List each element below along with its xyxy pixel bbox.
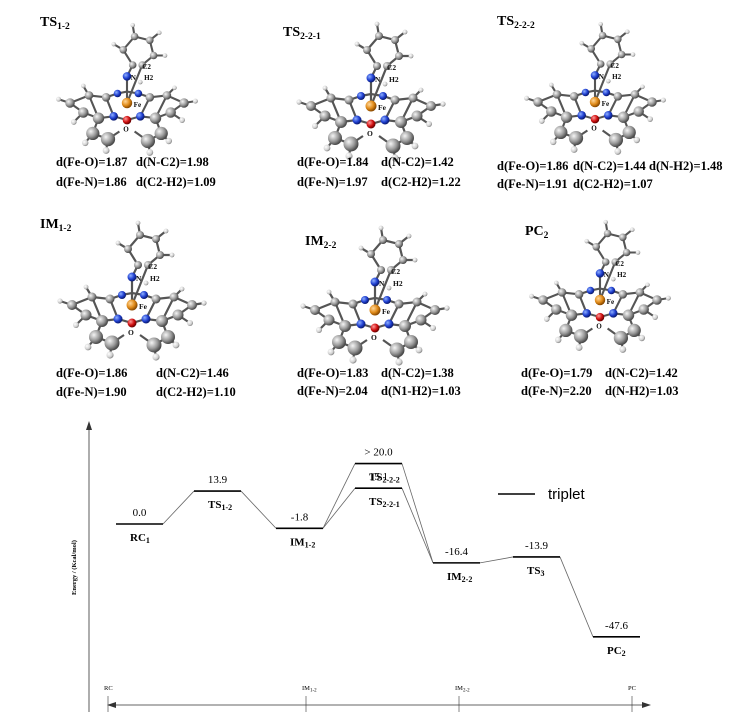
- legend: triplet: [498, 486, 586, 503]
- species-label: TS2-2-2: [369, 472, 400, 485]
- x-tick-label: IM2-2: [455, 685, 470, 694]
- structure-ts2-2-1: TS2-2-1 d(Fe-O)=1.84 d(N-C2)=1.42 d(Fe-N…: [283, 20, 461, 189]
- y-axis-arrow: [86, 421, 92, 430]
- param-n-c2: d(N-C2)=1.42: [605, 366, 678, 380]
- param-fe-o: d(Fe-O)=1.83: [297, 366, 368, 380]
- molecule-model: [56, 219, 208, 362]
- structure-title: PC2: [525, 224, 549, 241]
- structure-title: TS1-2: [40, 15, 70, 32]
- legend-label: triplet: [548, 486, 586, 503]
- connector-6: [479, 556, 514, 564]
- param-fe-n: d(Fe-N)=2.04: [297, 384, 368, 398]
- param-n-c2: d(N-C2)=1.38: [381, 366, 454, 380]
- structure-pc2: PC2 d(Fe-O)=1.79 d(N-C2)=1.42 d(Fe-N)=2.…: [521, 218, 678, 398]
- structure-im1-2: IM1-2 d(Fe-O)=1.86 d(N-C2)=1.46 d(Fe-N)=…: [40, 217, 236, 399]
- param-c2-h2: d(C2-H2)=1.22: [381, 175, 461, 189]
- structure-title: IM2-2: [305, 234, 337, 251]
- energy-value-label: -16.4: [445, 546, 468, 558]
- y-axis: [86, 421, 92, 712]
- structure-title: TS2-2-2: [497, 14, 535, 31]
- x-axis-arrow-left: [107, 702, 116, 708]
- param-fe-o: d(Fe-O)=1.86: [56, 366, 127, 380]
- molecule-model: [295, 20, 447, 163]
- param-n1-h2: d(N1-H2)=1.03: [381, 384, 461, 398]
- structure-title: IM1-2: [40, 217, 72, 234]
- x-tick-label: PC: [628, 685, 636, 692]
- connector-2: [322, 487, 356, 529]
- x-axis: [107, 702, 651, 708]
- species-label: PC2: [607, 645, 626, 658]
- param-fe-n: d(Fe-N)=2.20: [521, 384, 592, 398]
- energy-value-label: 13.9: [208, 474, 228, 486]
- molecule-model: [523, 20, 667, 156]
- connector-1: [240, 490, 277, 529]
- energy-value-label: -47.6: [605, 620, 628, 632]
- structure-im2-2: IM2-2 d(Fe-O)=1.83 d(N-C2)=1.38 d(Fe-N)=…: [297, 224, 461, 398]
- species-label: TS3: [527, 565, 544, 578]
- molecule-model: [528, 218, 672, 354]
- param-c2-h2: d(C2-H2)=1.10: [156, 385, 236, 399]
- x-tick-label: IM1-2: [302, 685, 317, 694]
- param-n-h2: d(N-H2)=1.03: [605, 384, 678, 398]
- species-label: IM2-2: [447, 571, 472, 584]
- energy-value-label: 15.1: [369, 471, 388, 483]
- energy-value-label: -13.9: [525, 540, 548, 552]
- param-fe-o: d(Fe-O)=1.87: [56, 155, 127, 169]
- param-fe-n: d(Fe-N)=1.90: [56, 385, 127, 399]
- param-n-h2: d(N-H2)=1.48: [649, 159, 722, 173]
- param-c2-h2: d(C2-H2)=1.09: [136, 175, 216, 189]
- x-tick-label: RC: [104, 685, 113, 692]
- energy-value-label: > 20.0: [364, 447, 393, 459]
- param-fe-n: d(Fe-N)=1.91: [497, 177, 568, 191]
- level-connectors: [162, 463, 594, 637]
- param-fe-o: d(Fe-O)=1.86: [497, 159, 568, 173]
- x-axis-arrow-right: [642, 702, 651, 708]
- y-axis-label: Energy / (Kcal/mol): [71, 540, 78, 595]
- energy-value-label: -1.8: [291, 511, 309, 523]
- molecule-model: [55, 21, 199, 157]
- param-n-c2: d(N-C2)=1.42: [381, 155, 454, 169]
- species-label: TS1-2: [208, 499, 232, 512]
- x-axis-ticks: RC IM1-2 IM2-2 PC: [104, 685, 636, 712]
- param-fe-n: d(Fe-N)=1.97: [297, 175, 368, 189]
- param-n-c2: d(N-C2)=1.44: [573, 159, 646, 173]
- param-n-c2: d(N-C2)=1.98: [136, 155, 209, 169]
- structure-ts2-2-2: TS2-2-2 d(Fe-O)=1.86 d(N-C2)=1.44 d(N-H2…: [497, 14, 722, 191]
- species-label: TS2-2-1: [369, 496, 400, 509]
- species-label: IM1-2: [290, 536, 315, 549]
- param-n-c2: d(N-C2)=1.46: [156, 366, 229, 380]
- structure-title: TS2-2-1: [283, 25, 321, 42]
- structure-ts1-2: TS1-2 d(Fe-O)=1.87 d(N-C2)=1.98 d(Fe-N)=…: [40, 15, 216, 189]
- energy-value-label: 0.0: [133, 507, 147, 519]
- param-c2-h2: d(C2-H2)=1.07: [573, 177, 653, 191]
- connector-5: [401, 463, 434, 563]
- connector-4: [401, 488, 434, 564]
- param-fe-n: d(Fe-N)=1.86: [56, 175, 127, 189]
- species-label: RC1: [130, 532, 150, 545]
- param-fe-o: d(Fe-O)=1.84: [297, 155, 369, 169]
- connector-7: [559, 556, 594, 637]
- connector-0: [162, 490, 195, 525]
- param-fe-o: d(Fe-O)=1.79: [521, 366, 592, 380]
- connector-3: [322, 463, 356, 529]
